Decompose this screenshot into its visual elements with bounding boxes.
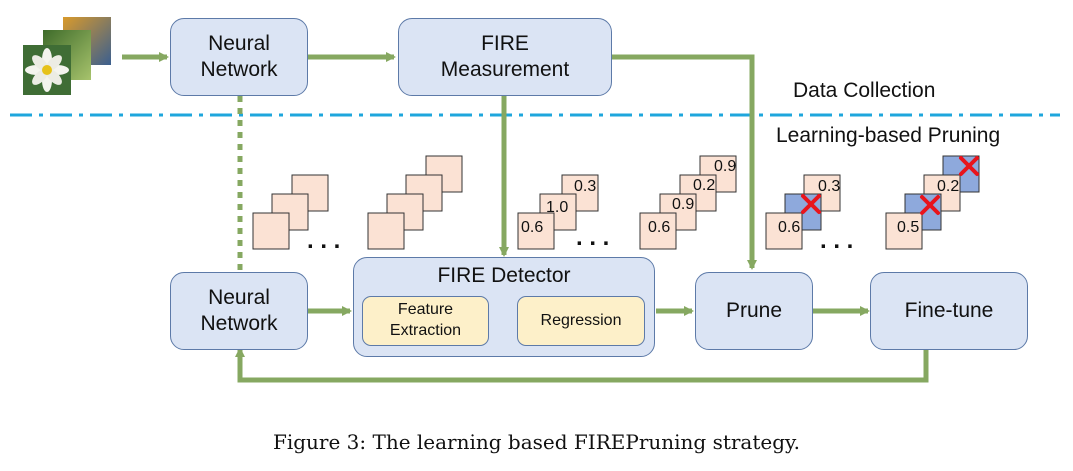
- cross-icon: [801, 194, 821, 214]
- ellipsis: . . .: [307, 227, 340, 254]
- figure-caption: Figure 3: The learning based FIREPruning…: [272, 430, 801, 454]
- prune-box: Prune: [695, 272, 813, 350]
- neural-network-box-top: Neural Network: [170, 18, 308, 96]
- cross-icon: [959, 156, 979, 176]
- score-label: 0.3: [574, 178, 596, 195]
- filter-stack-3: [517, 174, 599, 250]
- score-labels: 0.6 1.0 0.3 0.9 0.2 0.9 0.6 0.6 0.3 0.5 …: [521, 158, 959, 236]
- cross-icons: [801, 156, 979, 215]
- filter-stack-4: [639, 155, 737, 250]
- fire-measurement-box: FIRE Measurement: [398, 18, 612, 96]
- score-label: 0.6: [521, 219, 543, 236]
- input-images: [23, 17, 111, 95]
- ellipsis: . . .: [576, 224, 609, 251]
- finetune-box: Fine-tune: [870, 272, 1028, 350]
- flower-icon: [25, 48, 69, 92]
- score-label: 0.6: [648, 219, 670, 236]
- cross-icon: [920, 195, 940, 215]
- regression-box: Regression: [517, 296, 645, 346]
- arrow-measurement-to-prune: [612, 54, 757, 270]
- feature-extraction-box: Feature Extraction: [362, 296, 489, 346]
- score-label: 0.2: [937, 178, 959, 195]
- ellipsis-group: . . . . . . . . .: [307, 224, 853, 254]
- score-label: 0.5: [897, 219, 919, 236]
- filter-stack-1: [252, 174, 329, 250]
- neural-network-box-bottom: Neural Network: [170, 272, 308, 350]
- score-label: 0.9: [714, 158, 736, 175]
- score-label: 0.3: [818, 178, 840, 195]
- data-collection-label: Data Collection: [793, 79, 936, 102]
- arrow-finetune-to-nn: [235, 347, 929, 383]
- score-label: 1.0: [546, 199, 568, 216]
- fire-detector-title: FIRE Detector: [437, 264, 571, 287]
- ellipsis: . . .: [820, 227, 853, 254]
- score-label: 0.9: [672, 196, 694, 213]
- filter-stack-2: [367, 155, 463, 250]
- learning-based-pruning-label: Learning-based Pruning: [776, 124, 1001, 147]
- score-label: 0.2: [693, 177, 715, 194]
- arrows: [122, 52, 929, 383]
- score-label: 0.6: [778, 219, 800, 236]
